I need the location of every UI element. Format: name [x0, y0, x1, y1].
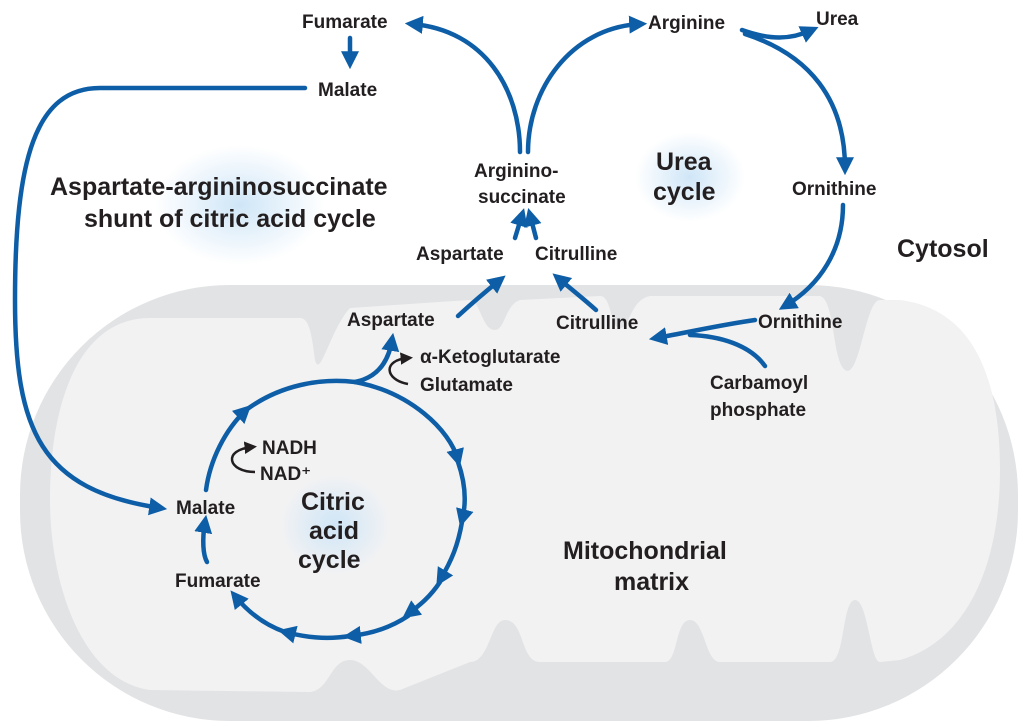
nad-nadh-arrow: [230, 441, 257, 474]
citrulline-cytosol-label: Citrulline: [535, 244, 617, 265]
carbamoyl-phosphate-label-line1: Carbamoyl: [710, 373, 808, 394]
aspartate-matrix-label: Aspartate: [347, 310, 435, 331]
aspartate-to-argininosuccinate-arrow: [510, 208, 528, 241]
malate-matrix-label: Malate: [176, 498, 235, 519]
citric-cycle-label-line3: cycle: [298, 546, 361, 574]
shunt-label-line1: Aspartate-argininosuccinate: [50, 173, 388, 201]
fumarate-matrix-label: Fumarate: [175, 571, 261, 592]
malate-shunt-arrow: [12, 85, 308, 516]
ornithine-transport-arrow: [778, 202, 846, 310]
argininosuccinate-to-arginine-arrow: [525, 15, 648, 155]
citrulline-transport-arrow: [552, 273, 599, 313]
shunt-label-line2: shunt of citric acid cycle: [84, 205, 376, 233]
urea-cycle-label-line2: cycle: [653, 178, 716, 206]
cytosol-label: Cytosol: [897, 235, 989, 263]
urea-label: Urea: [816, 9, 859, 30]
mitochondrial-matrix-label-line2: matrix: [614, 568, 689, 596]
citric-cycle-arc-right-3: [436, 519, 465, 587]
carbamoyl-phosphate-arrow: [687, 332, 768, 369]
ketoglutarate-glutamate-arrow: [388, 352, 413, 386]
citric-cycle-arc-bottom-2: [342, 613, 411, 644]
aspartate-transport-arrow: [455, 275, 506, 319]
fumarate-top-label: Fumarate: [302, 12, 388, 33]
citrulline-to-argininosuccinate-arrow: [524, 208, 542, 241]
citric-cycle-arc-right-2: [455, 459, 474, 527]
carbamoyl-phosphate-label-line2: phosphate: [710, 400, 806, 421]
ornithine-to-citrulline-arrow: [648, 317, 758, 345]
argininosuccinate-to-fumarate-arrow: [404, 15, 523, 155]
nadh-label: NADH: [262, 438, 317, 459]
citric-cycle-label-line1: Citric: [301, 488, 365, 516]
nad-plus-label: NAD⁺: [260, 464, 311, 485]
oxaloacetate-to-aspartate-arrow: [352, 332, 400, 385]
arginine-to-urea-arrow: [739, 26, 819, 43]
aspartate-cytosol-label: Aspartate: [416, 244, 504, 265]
arginine-to-ornithine-arrow: [742, 31, 854, 176]
malate-to-oxaloacetate-arrow: [203, 405, 252, 493]
argininosuccinate-label-line1: Arginino-: [474, 161, 558, 182]
citric-cycle-arc-bottom-4: [230, 590, 288, 635]
glutamate-label: Glutamate: [420, 375, 513, 396]
argininosuccinate-label-line2: succinate: [478, 187, 566, 208]
shunt-glow: [155, 145, 325, 265]
malate-top-label: Malate: [318, 80, 377, 101]
citrulline-matrix-label: Citrulline: [556, 313, 638, 334]
citric-cycle-arc-top-left: [243, 378, 358, 413]
citric-cycle-glow: [280, 475, 390, 575]
arginine-label: Arginine: [648, 13, 725, 34]
ornithine-matrix-label: Ornithine: [758, 312, 842, 333]
urea-cycle-glow: [635, 132, 745, 222]
citric-cycle-arc-right: [352, 379, 464, 467]
citric-cycle-label-line2: acid: [309, 517, 359, 545]
citric-cycle-arc-bottom-3: [278, 625, 353, 644]
mitochondrial-matrix-label-line1: Mitochondrial: [563, 537, 727, 565]
alpha-ketoglutarate-label: α-Ketoglutarate: [420, 347, 560, 368]
citric-cycle-arc-bottom-1: [402, 579, 443, 619]
ornithine-cytosol-label: Ornithine: [792, 179, 876, 200]
fumarate-to-malate-cycle-arrow: [194, 514, 213, 565]
mitochondrion-inner-membrane: [50, 296, 1000, 692]
urea-cycle-label-line1: Urea: [656, 148, 713, 176]
